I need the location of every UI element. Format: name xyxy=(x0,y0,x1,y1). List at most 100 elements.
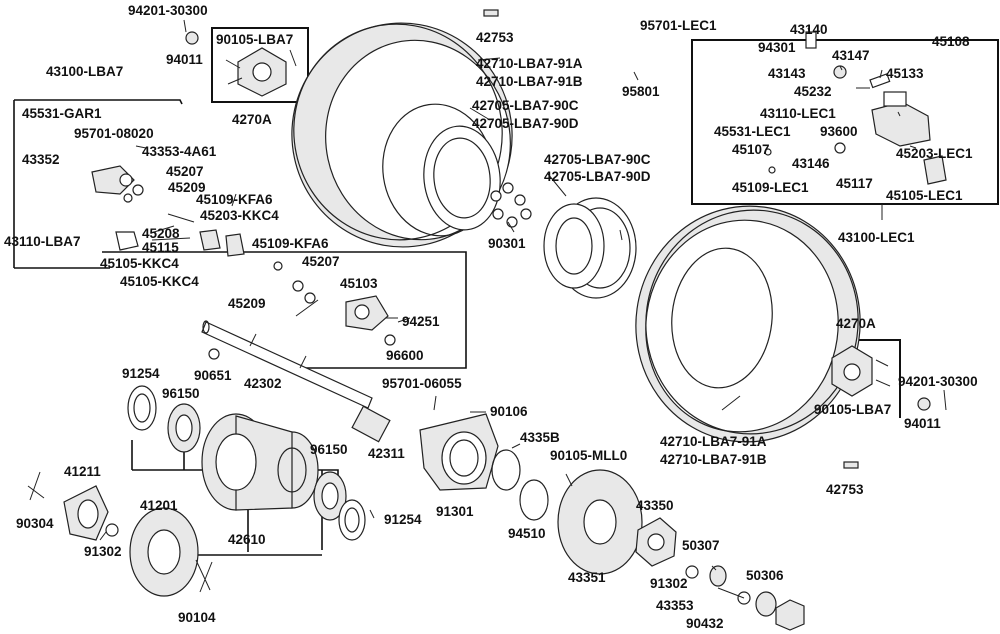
part-label: 96150 xyxy=(162,386,200,401)
hub-bolt-kit-box-left xyxy=(211,27,309,103)
part-label: 41211 xyxy=(64,464,101,479)
oring-91301 xyxy=(491,449,521,491)
part-label: 90105-LBA7 xyxy=(216,32,293,47)
part-label: 95701-08020 xyxy=(74,126,154,141)
part-label: 91302 xyxy=(84,544,122,559)
washer-91302-right xyxy=(685,565,699,579)
washer-50306 xyxy=(755,591,777,617)
part-label: 94301 xyxy=(758,40,796,55)
part-label: 45108 xyxy=(932,34,970,49)
part-label: 45209 xyxy=(168,180,206,195)
part-label: 45117 xyxy=(836,176,873,191)
part-label: 95701-LEC1 xyxy=(640,18,717,33)
part-label: 95701-06055 xyxy=(382,376,462,391)
caliper-45103 xyxy=(345,295,398,346)
part-label: 42705-LBA7-90C xyxy=(544,152,651,167)
part-label: 42710-LBA7-91A xyxy=(660,434,767,449)
wheel-rim-middle xyxy=(543,197,637,299)
part-label: 90432 xyxy=(686,616,724,631)
part-label: 42302 xyxy=(244,376,282,391)
part-label: 43110-LEC1 xyxy=(760,106,836,121)
part-label: 91301 xyxy=(436,504,474,519)
part-label: 42710-LBA7-91A xyxy=(476,56,583,71)
disc-hub-43350 xyxy=(635,517,677,567)
left-caliper-bracket xyxy=(13,99,183,269)
part-label: 90106 xyxy=(490,404,528,419)
bearing-96150-right xyxy=(313,471,347,521)
part-label: 45209 xyxy=(228,296,266,311)
part-label: 43352 xyxy=(22,152,60,167)
part-label: 90104 xyxy=(178,610,216,625)
part-label: 45203-LEC1 xyxy=(896,146,973,161)
part-label: 90105-LBA7 xyxy=(814,402,891,417)
part-label: 43353 xyxy=(656,598,694,613)
part-label: 50307 xyxy=(682,538,720,553)
part-label: 94251 xyxy=(402,314,440,329)
part-label: 43147 xyxy=(832,48,870,63)
part-label: 45133 xyxy=(886,66,924,81)
part-label: 43100-LBA7 xyxy=(46,64,123,79)
nut-94011-left xyxy=(183,19,199,45)
caliper-bracket-4335b xyxy=(419,413,499,491)
part-label: 45103 xyxy=(340,276,378,291)
part-labels: 94201-30300 90105-LBA7 94011 4270A 43100… xyxy=(4,3,978,631)
seal-91254-right xyxy=(338,499,366,541)
left-caliper-parts xyxy=(91,165,316,304)
part-label: 45109-KFA6 xyxy=(252,236,329,251)
axle-nut xyxy=(775,599,805,631)
axle-bearing-bracket xyxy=(131,440,339,556)
rear-tire-lower xyxy=(635,205,861,443)
part-label: 96600 xyxy=(386,348,424,363)
part-label: 42753 xyxy=(476,30,514,45)
part-label: 91302 xyxy=(650,576,688,591)
part-label: 43100-LEC1 xyxy=(838,230,915,245)
part-label: 43143 xyxy=(768,66,806,81)
part-label: 43353-4A61 xyxy=(142,144,217,159)
hub-4270a-right xyxy=(831,345,891,397)
washer-50307 xyxy=(709,565,727,587)
axle-42302 xyxy=(201,320,373,409)
hub-4270a-left xyxy=(225,47,297,97)
part-label: 94011 xyxy=(166,52,203,67)
part-label: 95801 xyxy=(622,84,660,99)
part-label: 43350 xyxy=(636,498,674,513)
part-label: 43110-LBA7 xyxy=(4,234,81,249)
spacer-42311 xyxy=(351,405,391,443)
part-label: 94510 xyxy=(508,526,546,541)
sprocket-hub-41211 xyxy=(27,471,109,541)
part-label: 45232 xyxy=(794,84,832,99)
part-label: 4270A xyxy=(232,112,272,127)
rear-tire-upper xyxy=(291,22,513,248)
right-caliper-parts xyxy=(764,31,947,185)
brake-disc-43351 xyxy=(557,469,643,575)
part-label: 42610 xyxy=(228,532,266,547)
part-label: 90301 xyxy=(488,236,526,251)
sprocket-41201 xyxy=(129,507,199,597)
part-label: 42753 xyxy=(826,482,864,497)
part-label: 94201-30300 xyxy=(898,374,978,389)
caliper-assembly-bracket xyxy=(102,251,467,369)
brake-caliper-kit-box-right xyxy=(691,39,999,205)
valve-stem-right xyxy=(843,461,859,469)
part-label: 91254 xyxy=(122,366,160,381)
part-label: 42710-LBA7-91B xyxy=(476,74,583,89)
part-label: 93600 xyxy=(820,124,858,139)
part-label: 45207 xyxy=(166,164,204,179)
part-label: 4270A xyxy=(836,316,876,331)
part-label: 45105-KKC4 xyxy=(100,256,179,271)
part-label: 4335B xyxy=(520,430,560,445)
part-label: 45105-LEC1 xyxy=(886,188,963,203)
part-label: 45207 xyxy=(302,254,340,269)
part-label: 45203-KKC4 xyxy=(200,208,279,223)
part-label: 96150 xyxy=(310,442,348,457)
part-label: 45531-GAR1 xyxy=(22,106,102,121)
part-label: 94201-30300 xyxy=(128,3,208,18)
part-label: 42710-LBA7-91B xyxy=(660,452,767,467)
part-label: 45115 xyxy=(142,240,179,255)
oring-94510 xyxy=(519,479,549,521)
bolts-90104 xyxy=(195,559,213,593)
clip-91302-left xyxy=(105,523,119,537)
axle-housing-42610 xyxy=(201,413,319,511)
